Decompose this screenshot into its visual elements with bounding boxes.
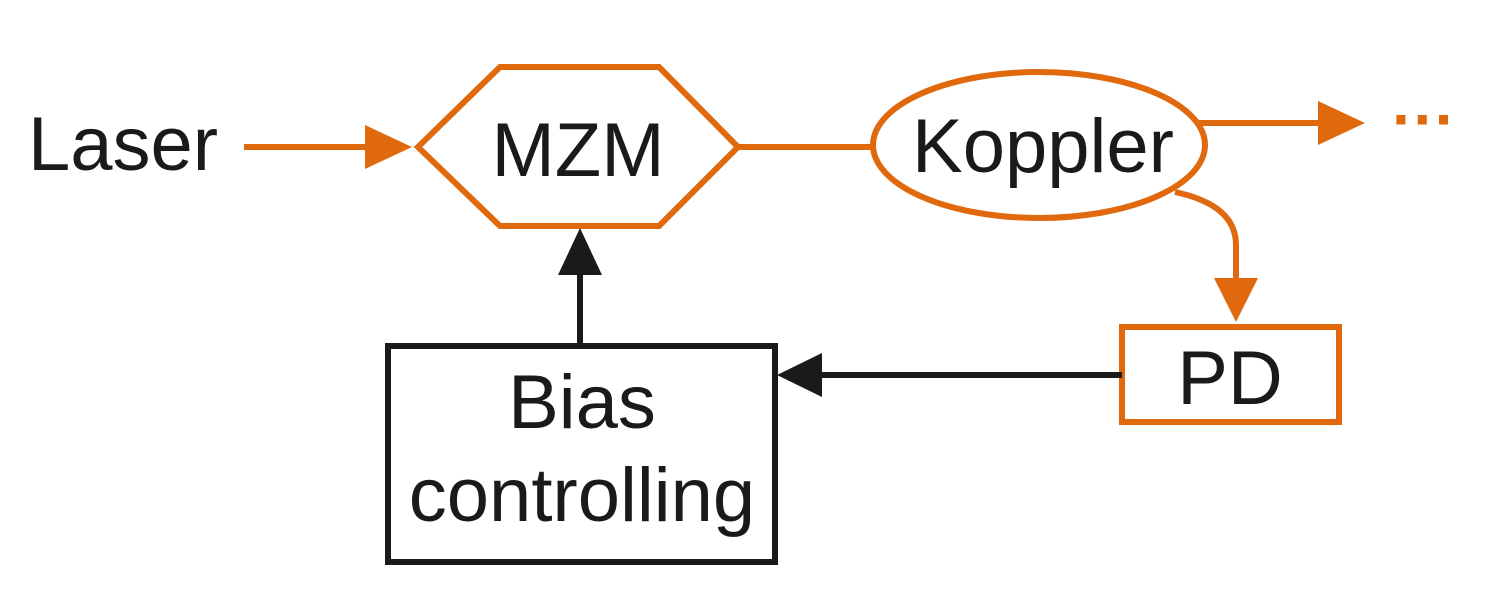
koppler-ellipse (870, 69, 1208, 221)
pd-block: PD (1119, 324, 1342, 425)
mzm-label: MZM (491, 108, 664, 193)
output-ellipsis-label: ··· (1392, 83, 1456, 155)
laser-to-mzm-arrow (244, 125, 412, 169)
output-ellipsis: ··· (1392, 83, 1456, 155)
pd-label: PD (1177, 336, 1283, 421)
koppler-to-pd-arrow (1174, 189, 1258, 322)
koppler-block: Koppler (870, 69, 1208, 221)
bias-label-line1: Bias (508, 360, 656, 445)
bias-to-mzm-arrow (558, 228, 602, 346)
pd-box (1119, 324, 1342, 425)
bias-controlling-box (385, 343, 778, 565)
bias-label-line2: controlling (409, 453, 755, 538)
bias-controlling-block: Bias controlling (385, 343, 778, 565)
koppler-label: Koppler (912, 104, 1174, 189)
mzm-block: MZM (413, 64, 743, 229)
koppler-output-arrow (1198, 101, 1365, 145)
pd-to-bias-arrow (777, 353, 1122, 397)
laser-label: Laser (28, 102, 218, 187)
